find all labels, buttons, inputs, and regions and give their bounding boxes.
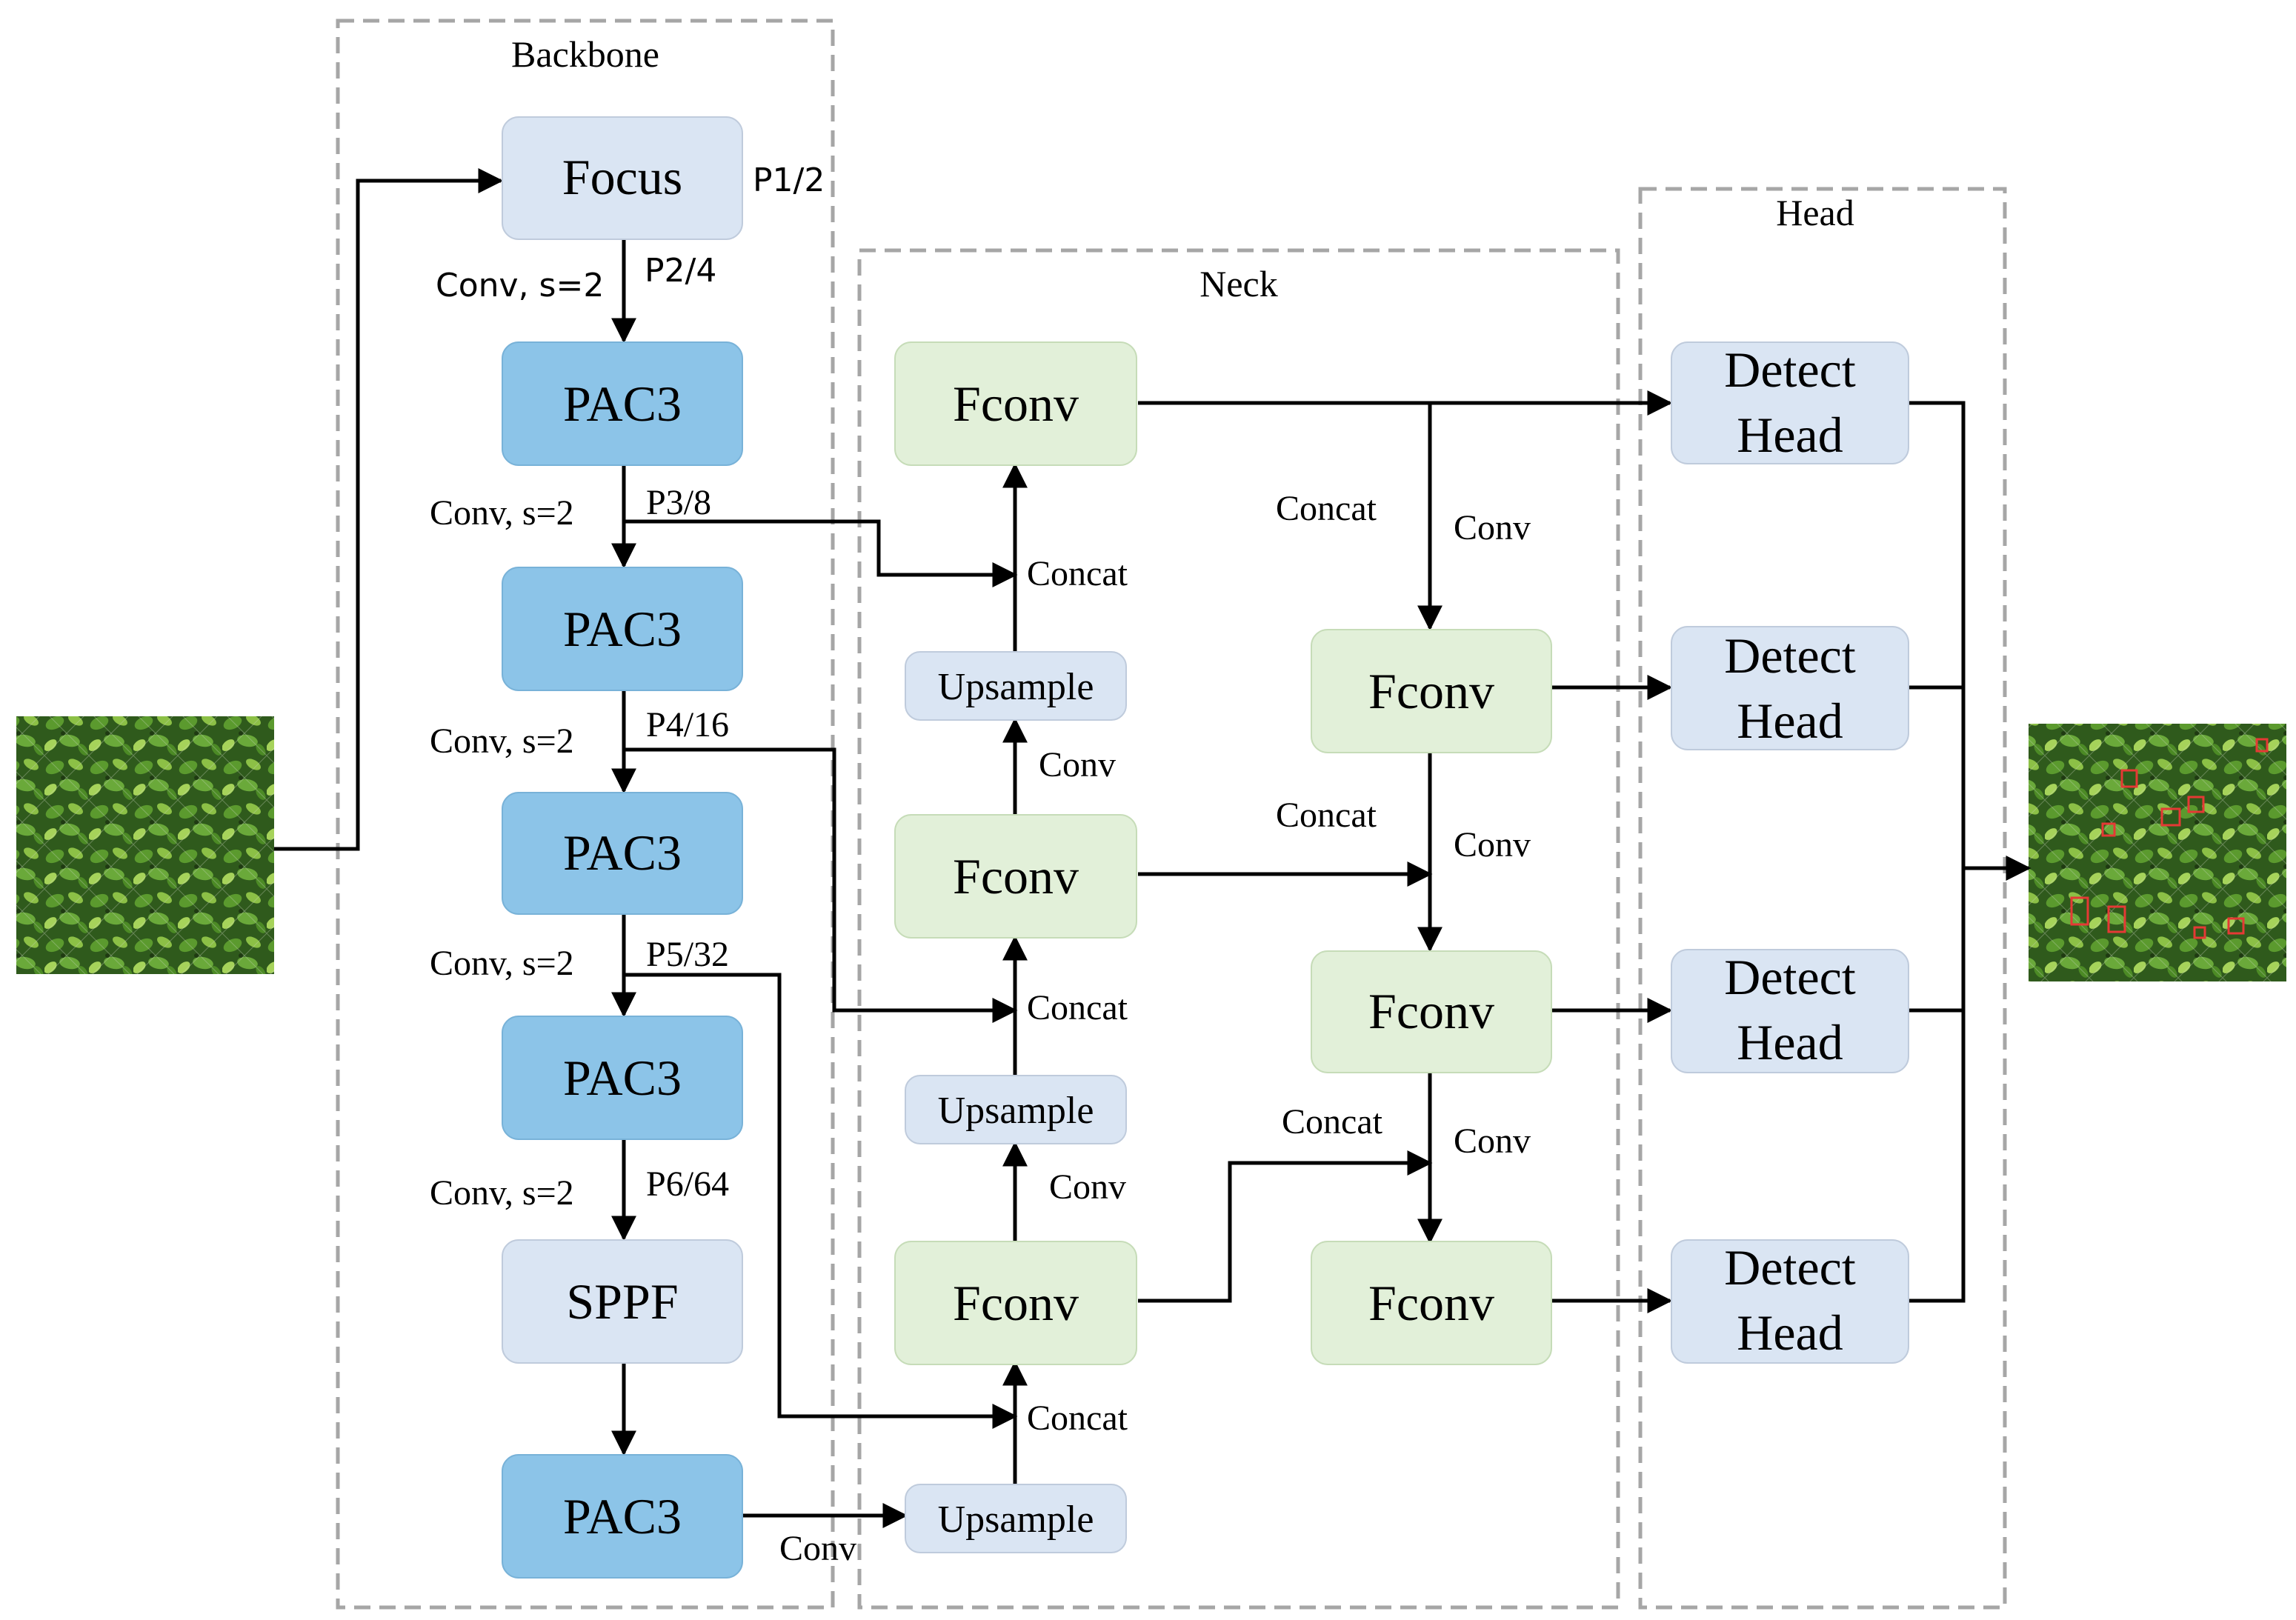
detect-head-3-line-1: Detect [1724, 949, 1856, 1005]
detect-head-3-line-2: Head [1737, 1014, 1843, 1070]
pac3-node-4 [502, 1016, 743, 1140]
input-image [16, 716, 274, 974]
upsample-2-node [905, 1075, 1127, 1144]
edge-detect-merge [1909, 401, 1966, 1303]
fconv-top-node [894, 341, 1137, 466]
connectors [274, 168, 2032, 1528]
focus-node [502, 116, 743, 240]
label-conv-up-1: Conv [1039, 745, 1116, 784]
fconv-top-label: Fconv [953, 376, 1079, 432]
fconv-r2-node [1311, 950, 1552, 1073]
pac3-node-2 [502, 567, 743, 691]
neck-title: Neck [1199, 263, 1278, 304]
pac3-node-5 [502, 1454, 743, 1579]
label-conv-4: Conv, s=2 [430, 944, 574, 983]
detect-head-2-line-2: Head [1737, 693, 1843, 749]
label-conv-bottom: Conv [779, 1529, 856, 1568]
pac3-label-3: PAC3 [563, 824, 682, 881]
pac3-node-1 [502, 341, 743, 466]
sppf-node [502, 1239, 743, 1364]
label-p6: P6/64 [646, 1164, 729, 1204]
upsample-3-node [905, 1484, 1127, 1553]
fconv-mid-node [894, 814, 1137, 939]
detect-head-1-line-1: Detect [1724, 341, 1856, 398]
fconv-r3-label: Fconv [1368, 1275, 1494, 1331]
label-conv-5: Conv, s=2 [430, 1173, 574, 1213]
detect-head-1-node [1671, 341, 1909, 464]
label-p4: P4/16 [646, 705, 729, 744]
neck-edge-labels: Concat Conv Concat Conv Concat Conv Conc… [779, 489, 1531, 1568]
fconv-mid-label: Fconv [953, 848, 1079, 904]
neck-group [857, 248, 1620, 1610]
label-p5: P5/32 [646, 935, 729, 974]
upsample-1-label: Upsample [938, 666, 1094, 708]
edge-p3-concat [624, 519, 1018, 587]
label-conv-r3: Conv [1454, 1121, 1531, 1161]
pac3-label-1: PAC3 [563, 376, 682, 432]
fconv-r1-label: Fconv [1368, 663, 1494, 719]
upsample-2-label: Upsample [938, 1090, 1094, 1132]
upsample-1-node [905, 651, 1127, 721]
detect-head-3-node [1671, 949, 1909, 1073]
detect-head-4-line-1: Detect [1724, 1239, 1856, 1296]
label-concat-r3: Concat [1282, 1102, 1383, 1141]
backbone-title: Backbone [511, 33, 659, 75]
head-title: Head [1776, 192, 1854, 233]
label-p2: P2/4 [645, 252, 716, 290]
detect-head-1-line-2: Head [1737, 407, 1843, 463]
label-concat-1: Concat [1027, 554, 1128, 593]
edge-input-focus [274, 168, 504, 851]
label-concat-r1: Concat [1276, 489, 1377, 528]
detect-head-2-node [1671, 626, 1909, 750]
neck-nodes: Fconv Upsample Fconv Upsample Fconv Upsa… [894, 341, 1552, 1553]
detect-head-2-line-1: Detect [1724, 627, 1856, 684]
fconv-low-node [894, 1241, 1137, 1365]
head-nodes: Detect Head Detect Head Detect Head Dete… [1671, 341, 1909, 1364]
pac3-node-3 [502, 792, 743, 915]
backbone-nodes: Focus PAC3 PAC3 PAC3 PAC3 SPPF PAC3 [502, 116, 743, 1579]
upsample-3-label: Upsample [938, 1499, 1094, 1541]
label-concat-3: Concat [1027, 1399, 1128, 1438]
label-p1: P1/2 [753, 161, 825, 199]
fconv-r1-node [1311, 629, 1552, 753]
label-conv-r1: Conv [1454, 508, 1531, 547]
detection-boxes [2070, 738, 2269, 939]
sppf-label: SPPF [566, 1273, 678, 1330]
output-image [2029, 724, 2286, 981]
fconv-r3-node [1311, 1241, 1552, 1365]
label-p3: P3/8 [646, 483, 711, 522]
label-conv-up-2: Conv [1049, 1167, 1126, 1207]
pac3-label-4: PAC3 [563, 1050, 682, 1106]
head-group [1638, 187, 2007, 1610]
label-concat-2: Concat [1027, 988, 1128, 1027]
pac3-label-2: PAC3 [563, 601, 682, 657]
pac3-label-5: PAC3 [563, 1488, 682, 1544]
detect-head-4-node [1671, 1239, 1909, 1364]
label-conv-r2: Conv [1454, 825, 1531, 864]
backbone-edge-labels: P1/2 P2/4 Conv, s=2 P3/8 Conv, s=2 P4/16… [430, 161, 825, 1213]
label-conv-1: Conv, s=2 [436, 267, 604, 304]
edge-p5-concat [624, 973, 1018, 1429]
label-conv-3: Conv, s=2 [430, 721, 574, 761]
detect-head-4-line-2: Head [1737, 1304, 1843, 1361]
fconv-r2-label: Fconv [1368, 983, 1494, 1039]
label-concat-r2: Concat [1276, 796, 1377, 835]
edge-p4-concat [624, 747, 1018, 1023]
fconv-low-label: Fconv [953, 1275, 1079, 1331]
focus-label: Focus [562, 149, 682, 205]
label-conv-2: Conv, s=2 [430, 493, 574, 533]
edge-fconv-low-concat-r3 [1138, 1150, 1433, 1303]
